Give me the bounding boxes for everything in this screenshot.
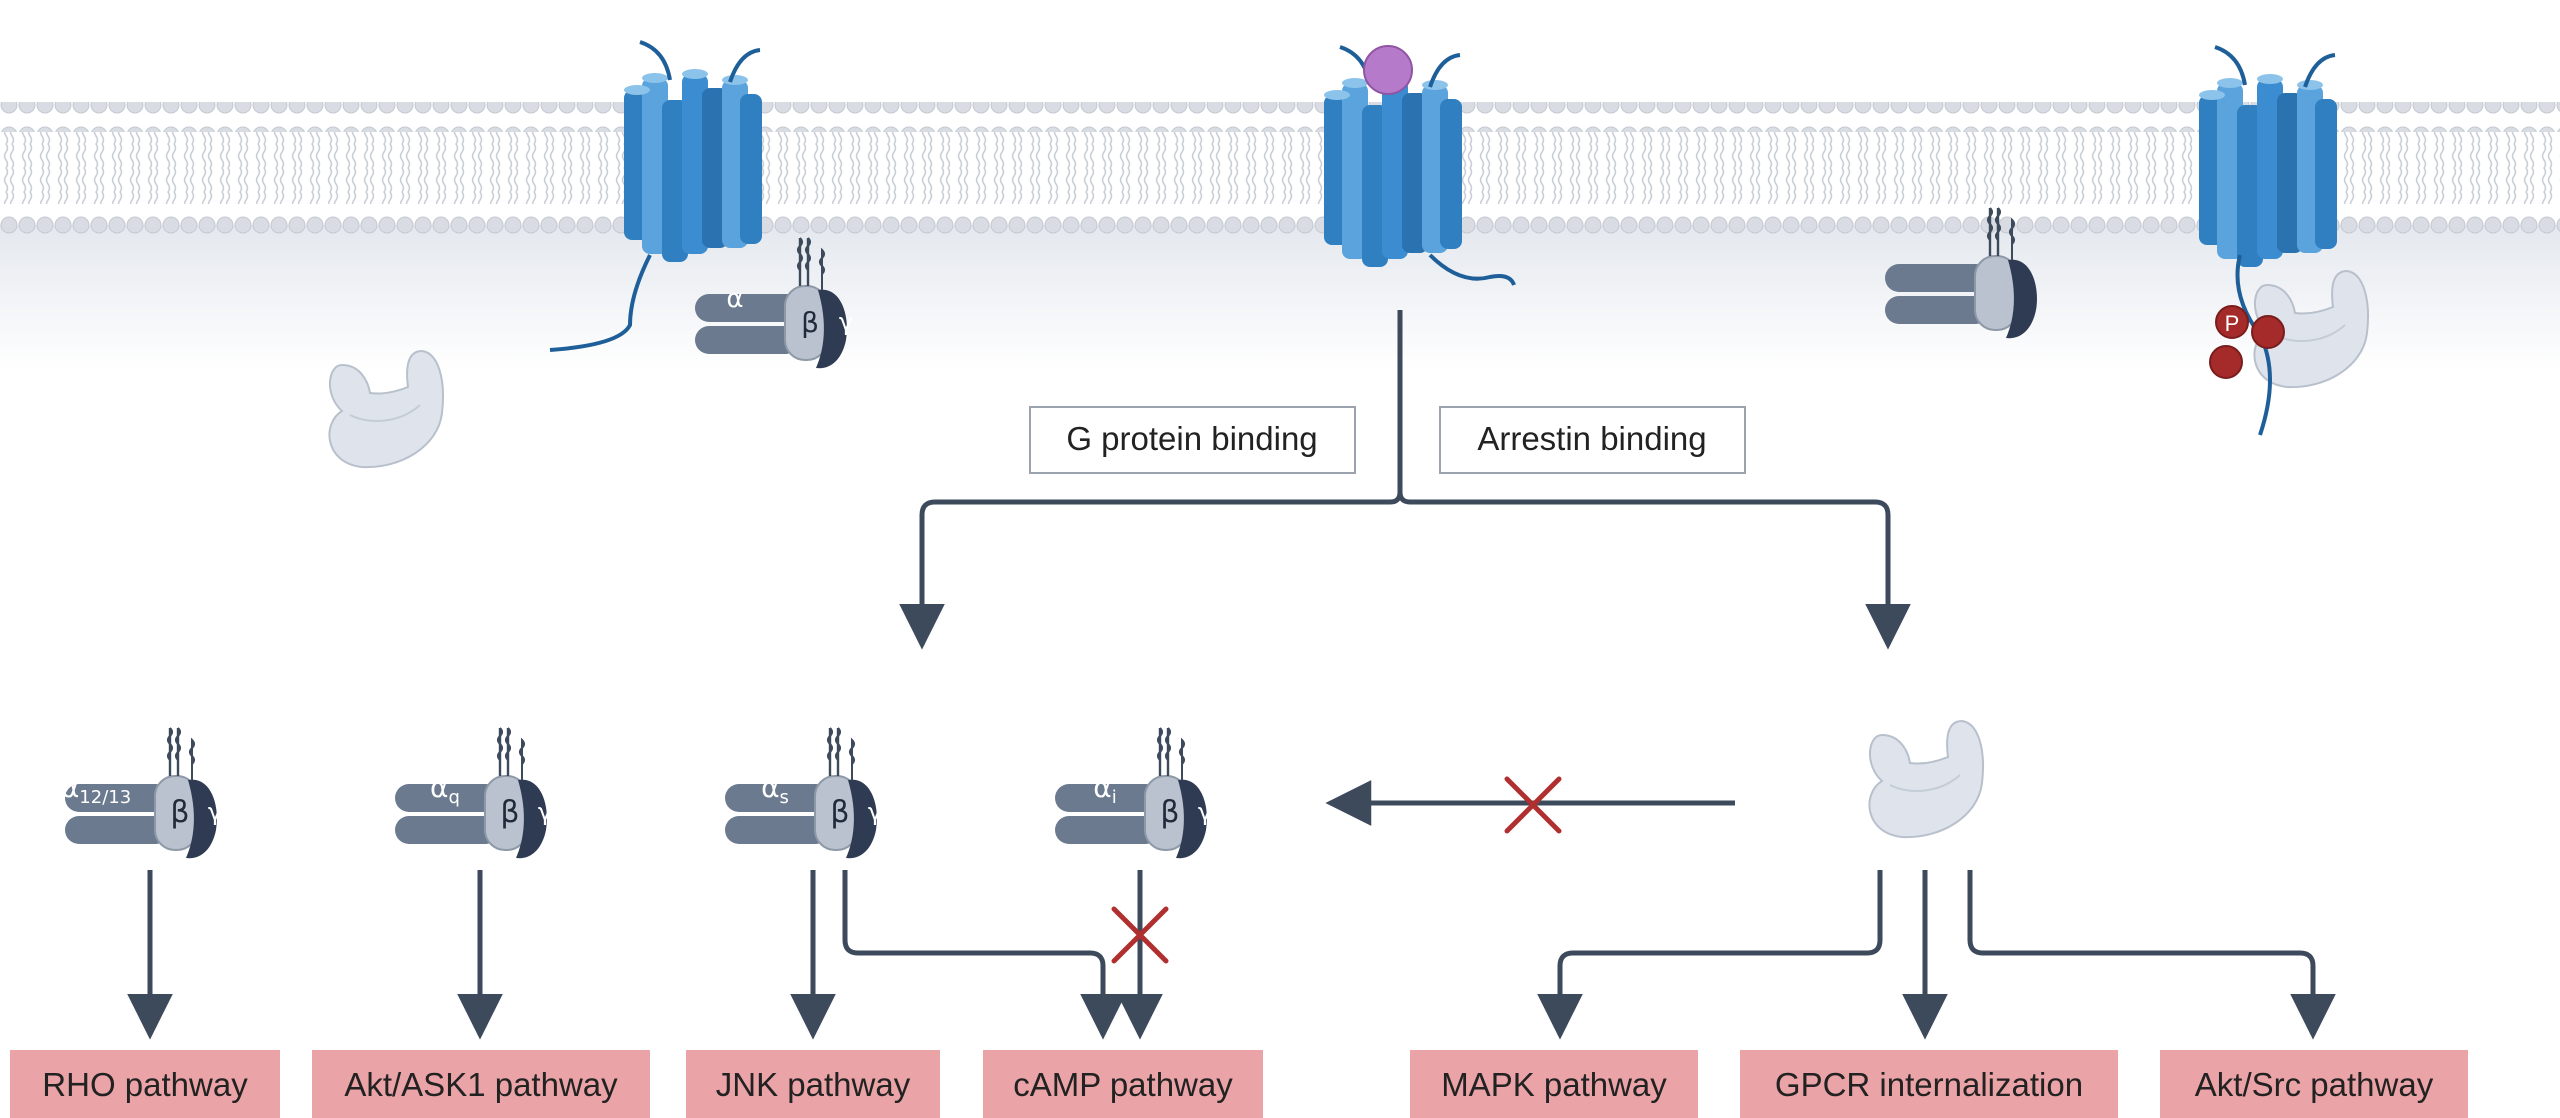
- arrestin-branch-arrow: [1397, 491, 1911, 650]
- arrestin-inhibits-gi: [1325, 779, 1735, 831]
- pathway-label: cAMP pathway: [1013, 1066, 1233, 1103]
- g-gamma-label: γ: [208, 798, 222, 826]
- g-gamma-label: γ: [538, 798, 552, 826]
- pathway-boxes: RHO pathway Akt/ASK1 pathway JNK pathway…: [10, 1050, 2468, 1118]
- g-alpha-label: αs: [761, 771, 789, 808]
- pathway-box-gpcr-internalization: GPCR internalization: [1740, 1050, 2118, 1118]
- pathway-box-mapk: MAPK pathway: [1410, 1050, 1698, 1118]
- cell-membrane: [0, 102, 2560, 370]
- g-protein-binding-label: G protein binding: [1066, 420, 1317, 457]
- arrestin-binding-box: Arrestin binding: [1439, 406, 1746, 474]
- gpcr-receptor-icon: [2197, 45, 2339, 269]
- g-alpha-label: αi: [1093, 771, 1116, 808]
- downstream-arrows: [127, 870, 2336, 1040]
- receptor-c-terminal-tail: [1428, 253, 1516, 286]
- g-protein-g12-13: α12/13 β γ: [61, 726, 222, 860]
- left-receptor-state: α β γ: [328, 40, 853, 469]
- g-beta-label: β: [1160, 795, 1179, 830]
- pathway-label: MAPK pathway: [1441, 1066, 1667, 1103]
- mapk-arrow: [1537, 870, 1883, 1040]
- pathway-label: GPCR internalization: [1775, 1066, 2083, 1103]
- pathway-label: JNK pathway: [716, 1066, 911, 1103]
- pathway-box-akt-src: Akt/Src pathway: [2160, 1050, 2468, 1118]
- arrestin-binding-label: Arrestin binding: [1477, 420, 1706, 457]
- g-beta-label: β: [170, 795, 189, 830]
- g-alpha-label: α12/13: [61, 771, 131, 808]
- g-gamma-label: γ: [839, 308, 853, 336]
- right-receptor-state: P: [1883, 45, 2370, 436]
- g-alpha-label: α: [726, 284, 743, 314]
- pathway-box-rho: RHO pathway: [10, 1050, 280, 1118]
- center-receptor-state: [1322, 45, 1516, 286]
- g-protein-heterotrimer: α β γ: [693, 236, 853, 370]
- g-alpha-label: αq: [430, 771, 460, 808]
- arrestin-icon: [1868, 720, 1985, 839]
- g-beta-label: β: [801, 306, 819, 339]
- g-beta-label: β: [500, 795, 519, 830]
- pathway-box-camp: cAMP pathway: [983, 1050, 1263, 1118]
- receptor-c-terminal-tail: [549, 254, 652, 352]
- pathway-box-akt-ask1: Akt/ASK1 pathway: [312, 1050, 650, 1118]
- akt-src-arrow: [1967, 870, 2336, 1040]
- g-protein-binding-box: G protein binding: [1029, 406, 1356, 474]
- g-gamma-label: γ: [868, 798, 882, 826]
- phosphate-icon: [2209, 345, 2243, 379]
- gs-camp-arrow: [842, 870, 1126, 1040]
- pathway-label: RHO pathway: [42, 1066, 248, 1103]
- gpcr-receptor-icon: [622, 40, 764, 264]
- g-gamma-label: γ: [1198, 798, 1212, 826]
- pathway-box-jnk: JNK pathway: [686, 1050, 940, 1118]
- phosphate-label: P: [2225, 311, 2240, 336]
- phosphate-icon: [2215, 305, 2249, 339]
- branch-arrows: [899, 310, 1911, 650]
- pathway-label: Akt/Src pathway: [2195, 1066, 2434, 1103]
- g-protein-gs: αs β γ: [723, 726, 882, 860]
- g-protein-gq: αq β γ: [393, 726, 552, 860]
- phosphate-icon: [2251, 315, 2285, 349]
- pathway-label: Akt/ASK1 pathway: [344, 1066, 618, 1103]
- g-beta-label: β: [830, 795, 849, 830]
- ligand-icon: [1363, 45, 1413, 95]
- g-protein-gi: αi β γ: [1053, 726, 1212, 860]
